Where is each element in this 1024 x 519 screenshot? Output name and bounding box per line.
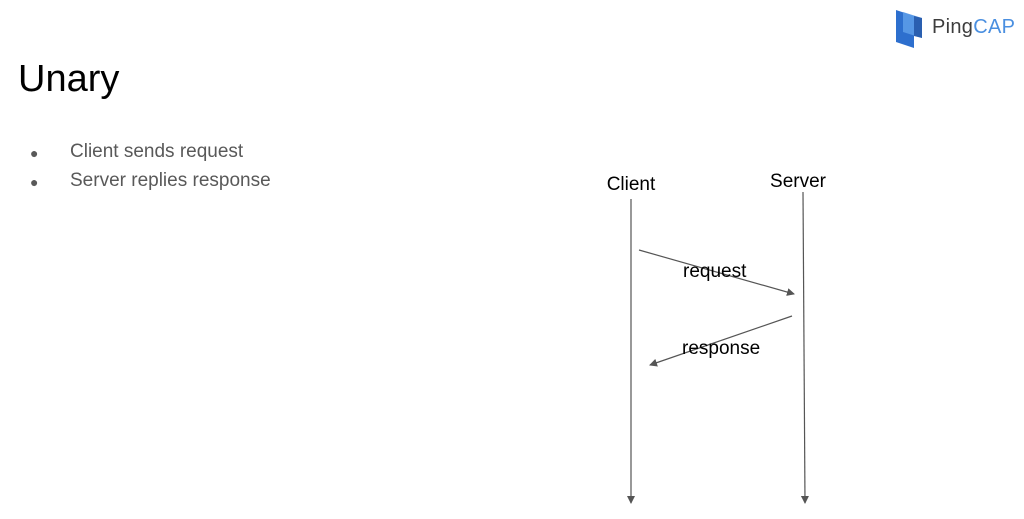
pingcap-logo-icon [896,10,922,48]
client-participant-label: Client [607,174,656,195]
response-arrow [649,315,793,367]
response-label: response [682,338,760,359]
request-label: request [683,261,747,282]
slide-title: Unary [18,58,120,100]
server-participant-label: Server [770,171,827,192]
pingcap-wordmark: PingCAP [932,16,1016,38]
bullet-dot-icon: ● [30,174,39,190]
bullet-text: Server replies response [70,170,271,191]
server-lifeline [800,191,809,504]
bullet-text: Client sends request [70,141,244,162]
bullet-list: ● Client sends request ● Server replies re… [30,140,271,198]
pingcap-logo: PingCAP [894,8,1018,50]
bullet-dot-icon: ● [30,145,39,161]
bullet-item: ● Client sends request [30,140,271,169]
bullet-item: ● Server replies response [30,169,271,198]
request-arrow [638,249,795,296]
